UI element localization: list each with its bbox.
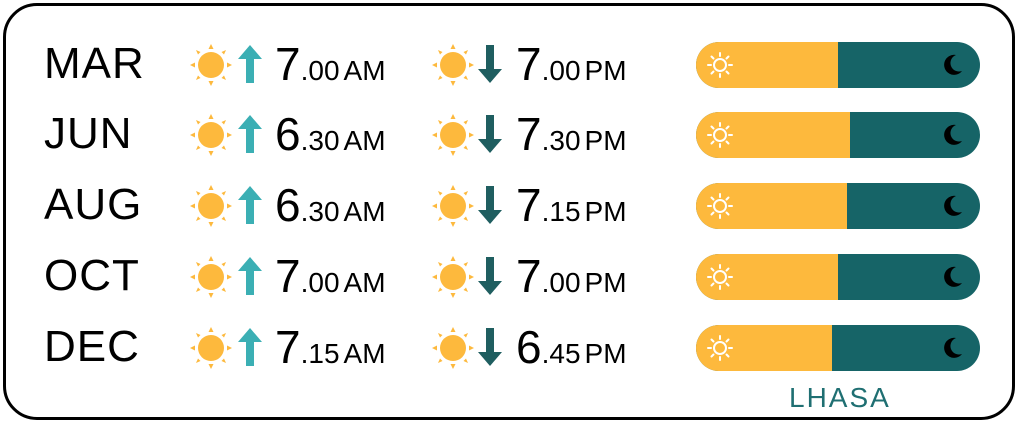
sunset-minutes: .15 bbox=[541, 196, 581, 227]
sunrise-minutes: .00 bbox=[300, 55, 340, 86]
sunrise-ampm: AM bbox=[343, 338, 386, 369]
sunset-ampm: PM bbox=[584, 196, 627, 227]
sun-outline-icon bbox=[707, 335, 733, 361]
moon-icon bbox=[940, 336, 964, 360]
daylight-bar bbox=[696, 325, 980, 371]
city-label: LHASA bbox=[789, 382, 891, 413]
sunset-hour: 7 bbox=[516, 38, 542, 90]
month-label: OCT bbox=[44, 251, 140, 300]
sun-outline-icon bbox=[707, 52, 733, 78]
sunset-ampm: PM bbox=[584, 55, 627, 86]
sun-icon bbox=[190, 114, 232, 156]
moon-icon bbox=[940, 53, 964, 77]
sunrise-hour: 7 bbox=[275, 250, 301, 302]
arrow-down-icon bbox=[478, 45, 502, 83]
sun-icon bbox=[432, 256, 474, 298]
sunrise-hour: 6 bbox=[275, 108, 301, 160]
sun-outline-icon bbox=[707, 122, 733, 148]
moon-icon bbox=[940, 194, 964, 218]
sunrise-hour: 7 bbox=[275, 38, 301, 90]
sunset-minutes: .45 bbox=[541, 338, 581, 369]
month-label: MAR bbox=[44, 39, 145, 88]
sun-icon bbox=[190, 327, 232, 369]
sunrise-hour: 6 bbox=[275, 179, 301, 231]
sun-icon bbox=[190, 256, 232, 298]
sun-outline-icon bbox=[707, 264, 733, 290]
daylight-bar bbox=[696, 112, 980, 158]
daylight-bar bbox=[696, 254, 980, 300]
sunset-minutes: .00 bbox=[541, 55, 581, 86]
arrow-up-icon bbox=[238, 328, 262, 366]
daylight-fill bbox=[696, 42, 838, 88]
sun-icon bbox=[432, 44, 474, 86]
sun-icon bbox=[432, 114, 474, 156]
month-label: JUN bbox=[44, 109, 133, 158]
sunset-hour: 7 bbox=[516, 250, 542, 302]
daylight-fill bbox=[696, 254, 838, 300]
arrow-down-icon bbox=[478, 328, 502, 366]
month-label: AUG bbox=[44, 180, 143, 229]
moon-icon bbox=[940, 123, 964, 147]
sunset-ampm: PM bbox=[584, 267, 627, 298]
sunset-hour: 7 bbox=[516, 108, 542, 160]
sun-icon bbox=[190, 44, 232, 86]
moon-icon bbox=[940, 265, 964, 289]
sunset-ampm: PM bbox=[584, 338, 627, 369]
arrow-up-icon bbox=[238, 257, 262, 295]
sunset-minutes: .00 bbox=[541, 267, 581, 298]
sunset-ampm: PM bbox=[584, 125, 627, 156]
sunrise-hour: 7 bbox=[275, 321, 301, 373]
daylight-fill bbox=[696, 183, 847, 229]
sunset-minutes: .30 bbox=[541, 125, 581, 156]
sunrise-minutes: .00 bbox=[300, 267, 340, 298]
daylight-bar bbox=[696, 42, 980, 88]
arrow-down-icon bbox=[478, 257, 502, 295]
sunrise-ampm: AM bbox=[343, 196, 386, 227]
sunrise-ampm: AM bbox=[343, 55, 386, 86]
arrow-down-icon bbox=[478, 186, 502, 224]
arrow-up-icon bbox=[238, 186, 262, 224]
sunrise-ampm: AM bbox=[343, 267, 386, 298]
month-label: DEC bbox=[44, 322, 140, 371]
sunset-hour: 7 bbox=[516, 179, 542, 231]
arrow-down-icon bbox=[478, 115, 502, 153]
daylight-bar bbox=[696, 183, 980, 229]
sun-icon bbox=[432, 327, 474, 369]
sun-icon bbox=[190, 185, 232, 227]
sunrise-minutes: .30 bbox=[300, 125, 340, 156]
sunset-hour: 6 bbox=[516, 321, 542, 373]
arrow-up-icon bbox=[238, 45, 262, 83]
sunrise-ampm: AM bbox=[343, 125, 386, 156]
daylight-fill bbox=[696, 325, 832, 371]
sunrise-minutes: .15 bbox=[300, 338, 340, 369]
sun-outline-icon bbox=[707, 193, 733, 219]
daylight-fill bbox=[696, 112, 850, 158]
sun-icon bbox=[432, 185, 474, 227]
arrow-up-icon bbox=[238, 115, 262, 153]
sunrise-minutes: .30 bbox=[300, 196, 340, 227]
